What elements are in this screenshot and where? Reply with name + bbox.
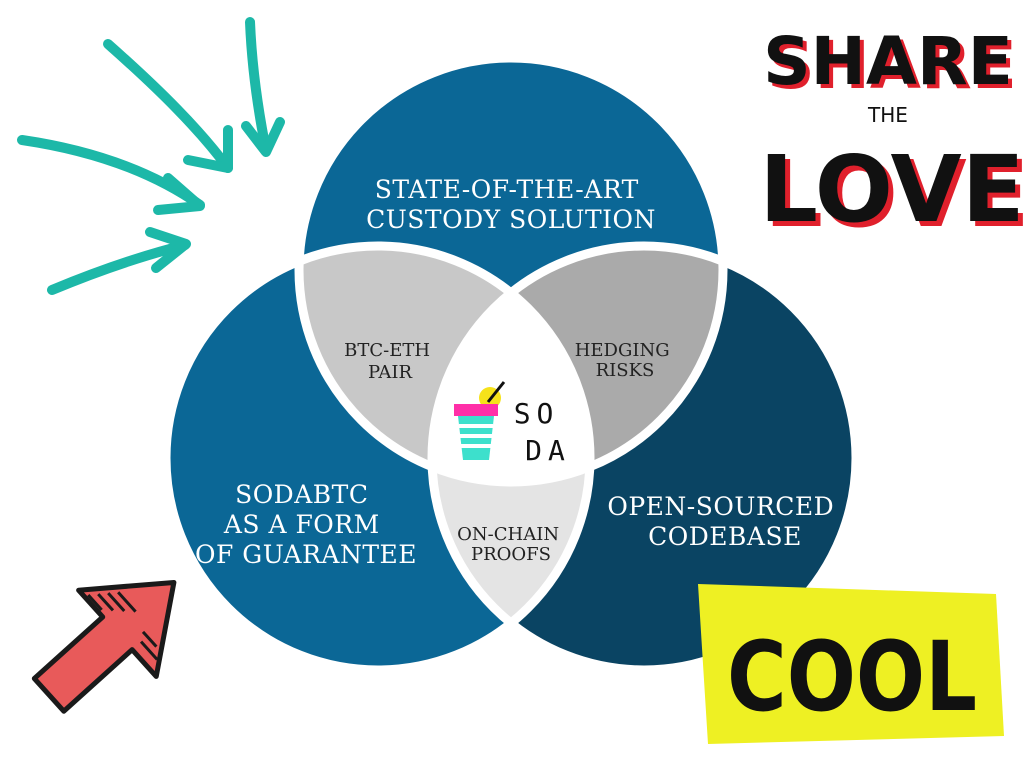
soda-cup-icon [454, 381, 506, 460]
cool-sticker: COOL [698, 584, 1004, 744]
the-word: THE [867, 103, 908, 127]
circle-label-codebase: OPEN-SOURCED CODEBASE [607, 492, 842, 551]
overlap-label-btc-eth: BTC-ETH PAIR [344, 340, 436, 383]
share-the-love-sticker: SHARE SHARE THE LOVE LOVE [759, 23, 1024, 248]
svg-text:LOVE: LOVE [764, 141, 1024, 248]
teal-arrows-icon [17, 17, 285, 295]
svg-text:SHARE: SHARE [767, 27, 1017, 104]
circle-label-guarantee: SODABTC AS A FORM OF GUARANTEE [195, 480, 417, 569]
cool-word: COOL [727, 621, 977, 733]
overlap-center [432, 246, 590, 482]
circle-label-custody: STATE-OF-THE-ART CUSTODY SOLUTION [366, 175, 656, 234]
overlap-label-onchain: ON-CHAIN PROOFS [457, 524, 565, 565]
love-word: LOVE [759, 136, 1024, 243]
share-word: SHARE [763, 23, 1013, 100]
red-arrow-icon [31, 579, 177, 714]
soda-logo-text: SO DA [514, 397, 583, 467]
overlap-label-hedging: HEDGING RISKS [575, 340, 676, 381]
